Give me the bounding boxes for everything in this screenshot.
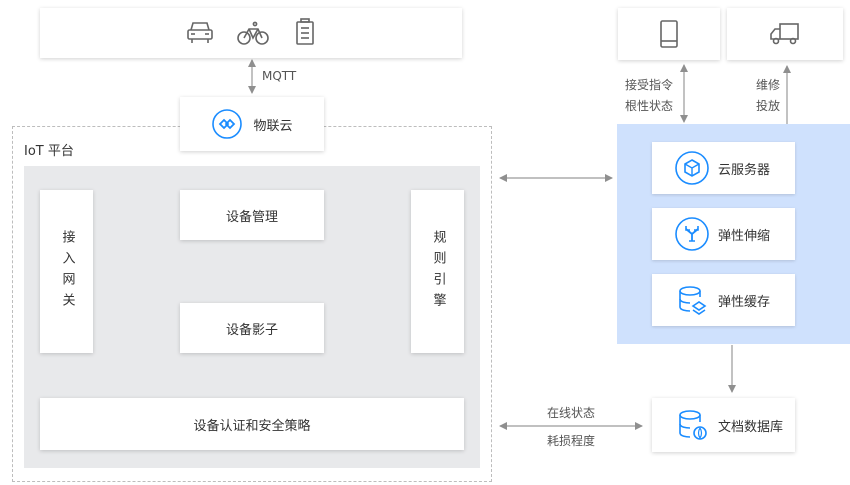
auth-policy-box: 设备认证和安全策略	[40, 398, 464, 450]
car-icon	[187, 22, 213, 43]
auth-policy-label: 设备认证和安全策略	[193, 418, 311, 434]
cloud-server-label: 云服务器	[718, 162, 771, 178]
device-shadow-label: 设备影子	[225, 322, 278, 338]
truck-icon	[770, 23, 799, 45]
mqtt-label: MQTT	[262, 69, 297, 83]
status-label-1: 在线状态	[547, 406, 596, 420]
rules-engine-label: 规则引擎	[430, 229, 446, 314]
devices-box	[40, 8, 462, 58]
rules-engine-box: 规则引擎	[411, 190, 464, 353]
wulianyun-box: 物联云	[180, 97, 324, 151]
bicycle-icon	[237, 21, 269, 45]
wulianyun-label: 物联云	[253, 118, 293, 134]
repair-label-2: 投放	[756, 99, 781, 113]
elastic-cache-label: 弹性缓存	[718, 294, 771, 310]
wulianyun-logo-icon	[212, 109, 243, 139]
repair-label-1: 维修	[756, 78, 781, 92]
cloud-server-box: 云服务器	[652, 142, 795, 194]
cmd-label-2: 根性状态	[625, 99, 674, 113]
tablet-box	[618, 8, 720, 60]
elastic-scaling-label: 弹性伸缩	[718, 228, 771, 244]
cmd-label-1: 接受指令	[625, 78, 674, 92]
status-label-2: 耗损程度	[547, 434, 596, 448]
cloud-server-icon	[675, 151, 709, 185]
doc-db-box: 文档数据库	[652, 398, 795, 452]
device-mgmt-label: 设备管理	[225, 209, 278, 225]
truck-box	[727, 8, 843, 60]
gateway-box: 接入网关	[40, 190, 93, 353]
doc-db-label: 文档数据库	[718, 419, 784, 435]
device-shadow-box: 设备影子	[180, 303, 324, 353]
elastic-cache-box: 弹性缓存	[652, 274, 795, 326]
elastic-scaling-box: 弹性伸缩	[652, 208, 795, 260]
device-mgmt-box: 设备管理	[180, 190, 324, 240]
document-database-icon	[679, 410, 707, 440]
gateway-label: 接入网关	[59, 229, 75, 314]
elastic-scaling-icon	[675, 217, 709, 251]
battery-icon	[296, 18, 314, 45]
iot-platform-title: IoT 平台	[24, 144, 74, 159]
tablet-icon	[660, 20, 678, 48]
elastic-cache-icon	[679, 286, 707, 315]
